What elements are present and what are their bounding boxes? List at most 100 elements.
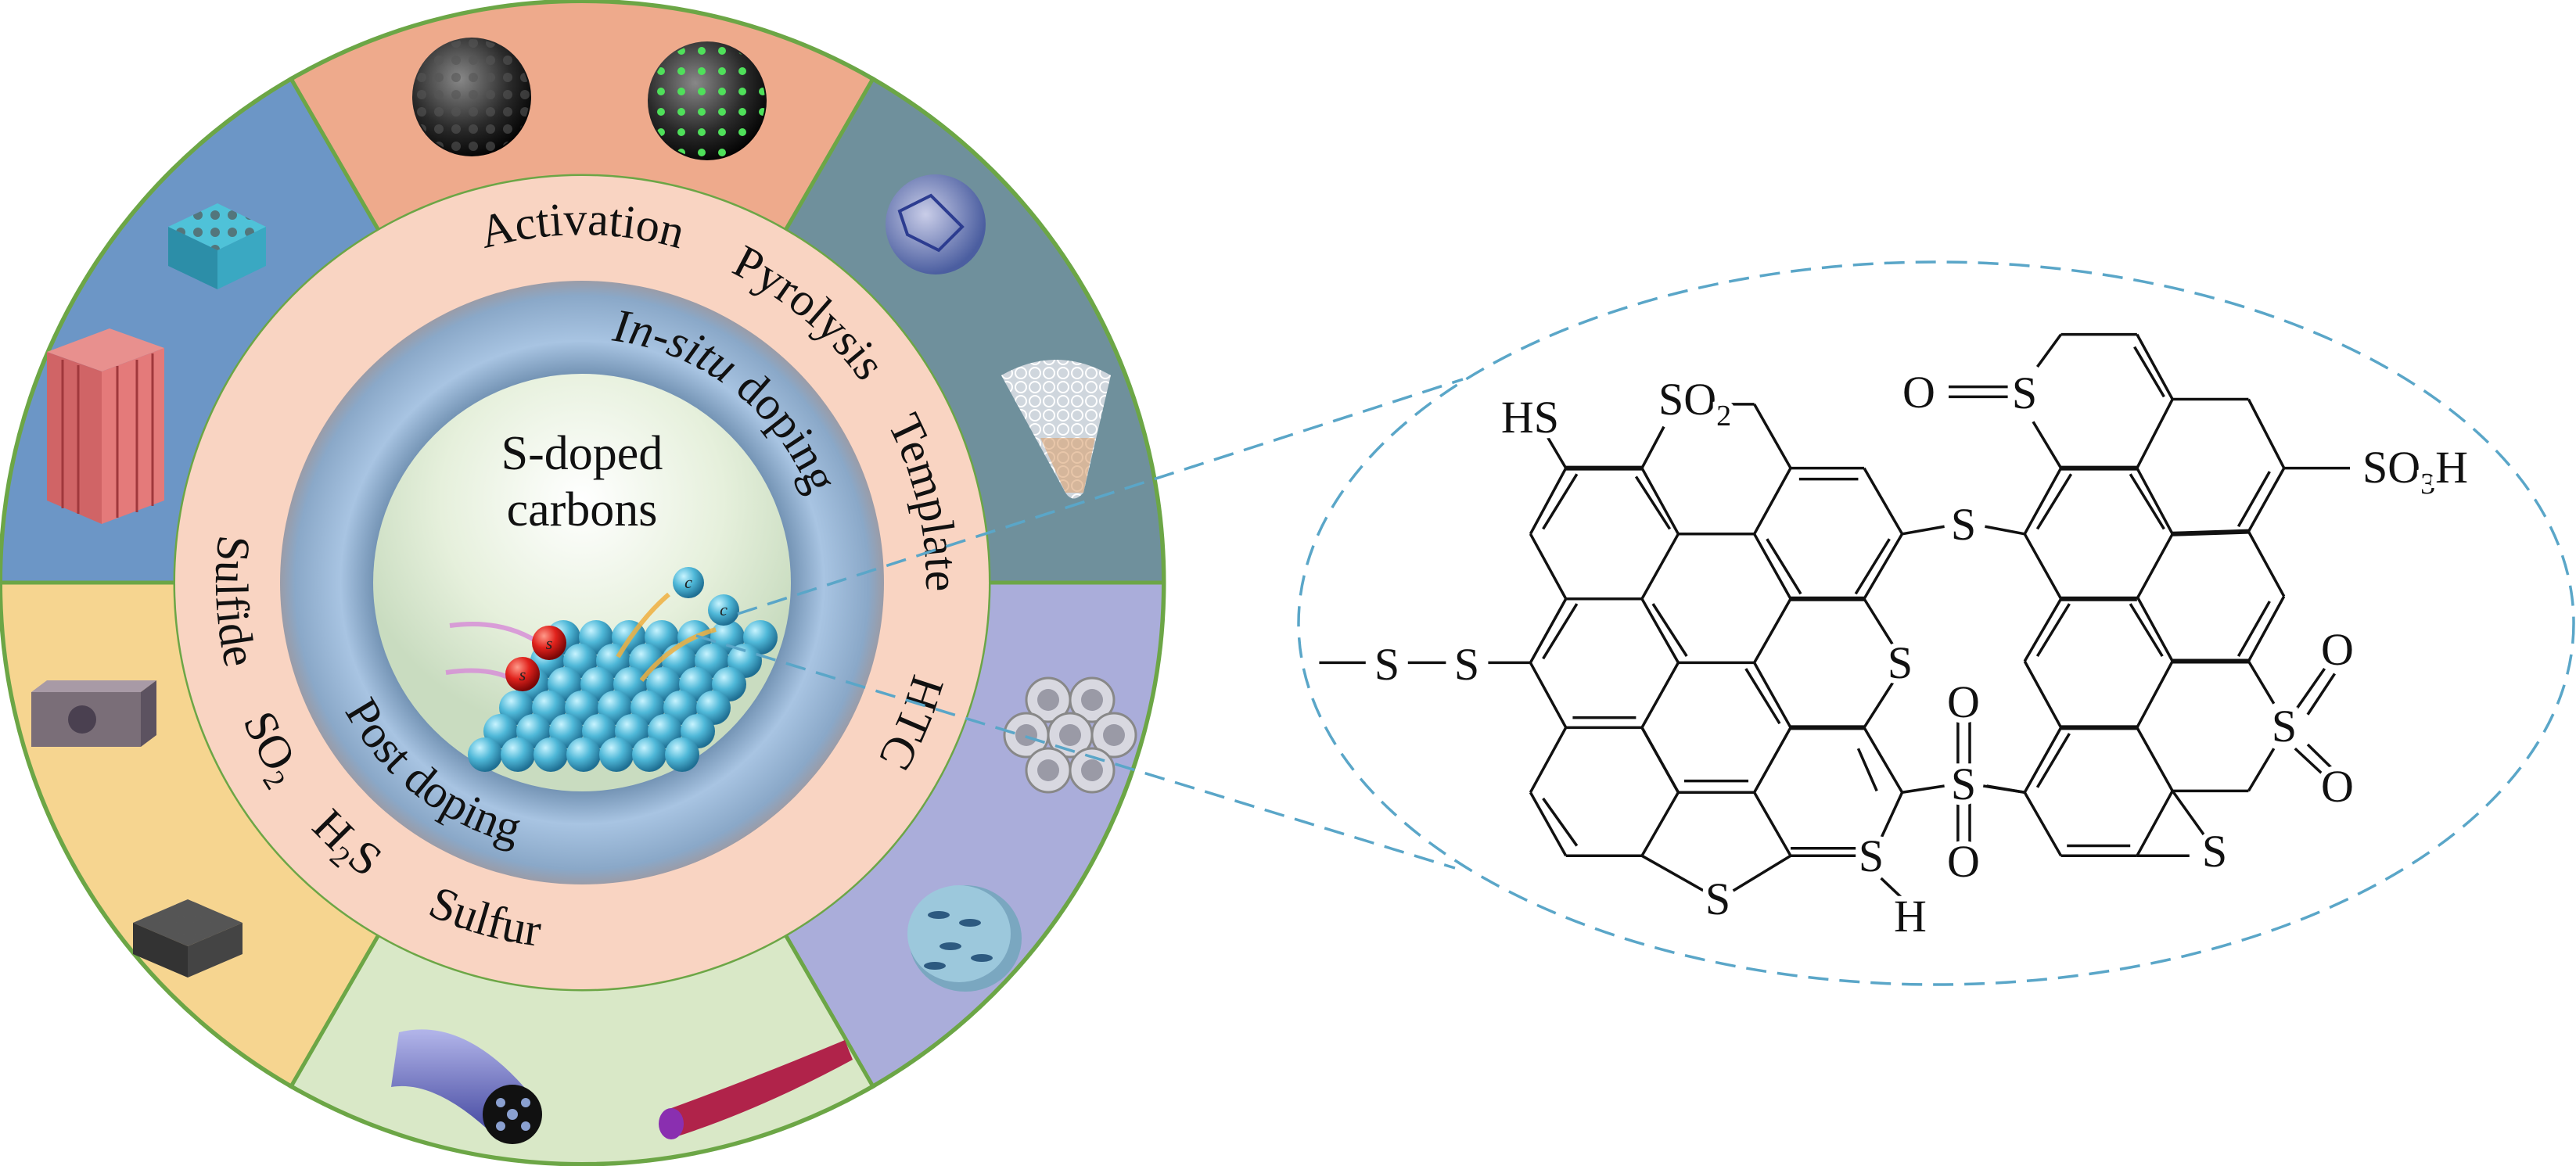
center-title-line1: S-doped — [501, 427, 663, 480]
chemical-bond — [1530, 727, 1565, 792]
chemical-bond — [2248, 748, 2273, 791]
sulfonyl-label: SO2 — [1658, 374, 1731, 432]
chemical-bond — [1755, 404, 1791, 468]
sulfide-label: Sulfide — [206, 533, 267, 671]
chemical-bond — [2037, 474, 2071, 529]
zoom-callout — [695, 260, 2575, 986]
svg-text:c: c — [720, 600, 728, 619]
porous-cube-icon — [133, 899, 243, 978]
chemical-bond — [1902, 786, 1945, 792]
chemical-bond — [1642, 727, 1678, 792]
chemical-bond — [2172, 532, 2248, 534]
chemical-bond — [1543, 798, 1577, 846]
chemical-bond — [1767, 539, 1801, 594]
sulfoxide-sulfur-label: S — [2012, 368, 2037, 418]
chemical-bond — [2025, 727, 2060, 792]
ring-sulfone-oxygen-label: O — [2321, 624, 2354, 675]
carbon-atom-icon: c — [673, 567, 704, 598]
chemical-bond — [2137, 468, 2172, 534]
callout-line-lower — [695, 634, 1456, 870]
chemical-bond — [2248, 468, 2283, 532]
chemical-bond — [1864, 681, 1894, 727]
chemical-bond — [2248, 532, 2283, 597]
chemical-bond — [1734, 856, 1791, 891]
chemical-bond — [1755, 792, 1791, 856]
chemical-bond — [2137, 597, 2172, 662]
chemical-bond — [2033, 422, 2061, 468]
chemical-bond — [1864, 727, 1902, 792]
hydrogen-label: H — [1894, 891, 1927, 942]
chemical-bond — [1881, 792, 1902, 838]
chemical-bond — [1530, 662, 1565, 727]
chemical-bond — [2248, 661, 2273, 703]
chemical-bond — [2248, 400, 2283, 468]
chemical-bond — [2172, 791, 2204, 835]
chemical-bond — [1547, 436, 1566, 468]
chemical-bond — [2137, 400, 2172, 468]
chemical-bond — [2295, 669, 2325, 711]
lattice-atom — [599, 737, 634, 772]
thiophene-sulfur-label: S — [1705, 874, 1730, 924]
disulfide-sulfur-label: S — [1374, 639, 1399, 690]
chemical-bond — [2137, 727, 2172, 791]
sulfur-atom-icon: s — [505, 657, 540, 691]
chemical-bond — [1653, 604, 1687, 656]
chemical-bond — [1530, 468, 1565, 534]
chemical-bond — [2308, 673, 2335, 714]
mesoporous-disk-icon — [907, 885, 1022, 992]
chemical-bond — [1530, 534, 1565, 599]
episulfide-sulfur-label: S — [2202, 826, 2227, 877]
chemical-bond — [1755, 468, 1791, 534]
chemical-bond — [2137, 335, 2172, 400]
sulfoxide-oxygen-label: O — [1902, 367, 1935, 418]
outer-border — [0, 0, 1165, 1165]
carbon-fiber-icon — [659, 1040, 853, 1139]
sulfide-bridge-label: S — [1951, 499, 1976, 550]
chemical-bond — [1856, 539, 1889, 594]
chemical-bond — [1636, 476, 1669, 529]
porous-sphere-icon — [412, 38, 531, 156]
chemical-bond — [2238, 601, 2269, 656]
chemical-bond — [1755, 727, 1791, 792]
lattice-atom — [632, 737, 666, 772]
chemical-bond — [2248, 597, 2283, 662]
chemical-bond — [1543, 474, 1577, 529]
chemical-bond — [2308, 744, 2335, 771]
chemical-bond — [1642, 534, 1678, 599]
chemical-bond — [1530, 599, 1565, 663]
callout-ellipse — [1297, 260, 2575, 986]
ring-sulfone-oxygen-label: O — [2321, 761, 2354, 812]
nanotube-cone-icon — [1001, 360, 1111, 499]
chemical-bond — [1755, 662, 1791, 727]
chemical-bond — [1543, 604, 1577, 658]
disulfide-sulfur-label: S — [1454, 639, 1479, 690]
chemical-bond — [2025, 792, 2060, 856]
chemical-bond — [1858, 748, 1877, 791]
pillar-array-icon — [47, 328, 164, 524]
chemical-bond — [1530, 792, 1565, 856]
svg-text:s: s — [519, 665, 526, 684]
chemical-bond — [1864, 599, 1894, 647]
dotted-sphere-icon — [648, 41, 767, 160]
chemical-bond — [2137, 791, 2172, 856]
porous-block-icon — [31, 680, 156, 747]
chemical-bond — [2130, 474, 2164, 529]
lattice-atom — [534, 737, 568, 772]
chemical-bond — [1755, 599, 1791, 663]
chemical-bond — [1642, 856, 1704, 891]
chemical-bond — [1642, 468, 1678, 534]
chemical-bond — [2037, 604, 2069, 656]
sulfone-sulfur-label: S — [1951, 759, 1976, 809]
chemical-bond — [1642, 792, 1678, 856]
chemical-bond — [2025, 534, 2060, 599]
chemical-bond — [2025, 661, 2060, 727]
chemical-bond — [1642, 662, 1678, 727]
thione-sulfur-label: S — [1859, 831, 1884, 881]
chemical-bond — [1985, 526, 2025, 534]
callout-line-upper — [737, 378, 1464, 615]
sulfur-atom-icon: s — [532, 626, 566, 660]
chemical-bond — [2130, 604, 2162, 656]
thiopyran-sulfur-label: S — [1888, 637, 1913, 688]
thiol-label: HS — [1501, 392, 1559, 443]
carbon-lattice-illustration — [468, 620, 778, 772]
